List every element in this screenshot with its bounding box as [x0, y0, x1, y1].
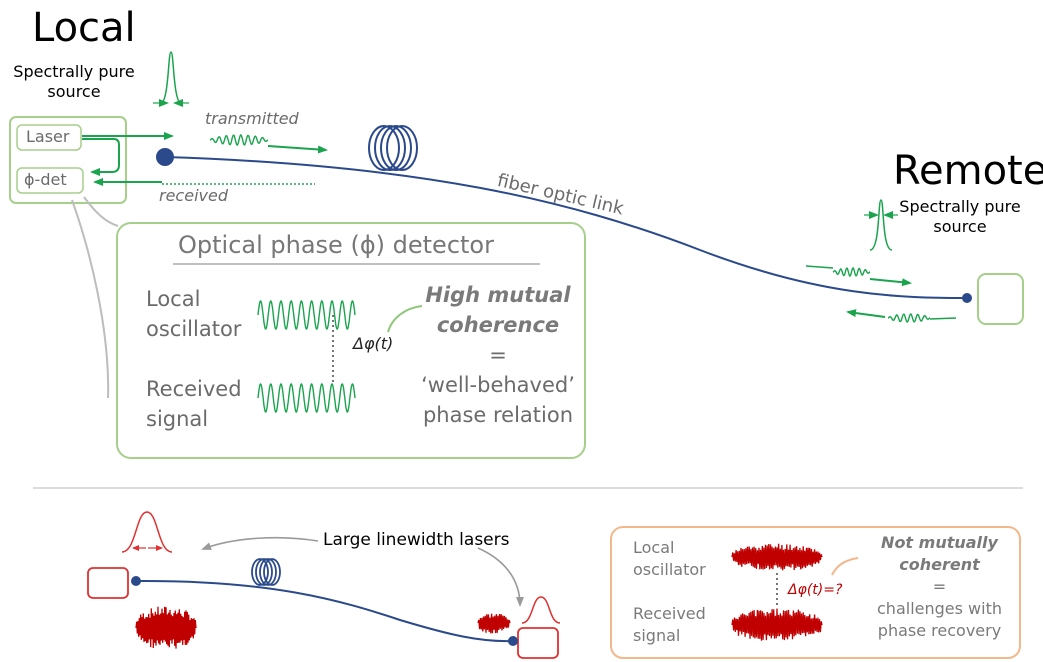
local-noisy-waveform — [135, 606, 197, 649]
remote-title: Remote — [893, 148, 1043, 194]
remote-incoming-arrow — [869, 278, 912, 287]
bottom-broad-peak-local — [121, 511, 173, 553]
remote-incoming-wavepacket — [832, 267, 871, 277]
bottom-fiber-end-remote — [508, 636, 518, 646]
laser-box — [16, 124, 82, 151]
fiber-end-local — [156, 148, 174, 166]
bottom-remote-box — [517, 627, 559, 659]
local-source-line2: source — [47, 82, 101, 101]
pointer-arrow-left — [201, 536, 319, 550]
relation-line2: phase relation — [422, 403, 574, 427]
fiber-link — [164, 156, 968, 299]
lo-label: Local oscillator — [146, 284, 241, 344]
fiber-end-remote — [962, 293, 972, 303]
fiber-spool-icon — [368, 125, 418, 171]
received-label: received — [159, 186, 228, 205]
local-box — [9, 116, 127, 204]
remote-noisy-waveform — [477, 613, 511, 634]
bottom-detector-box — [610, 526, 1021, 659]
remote-outgoing-trace — [929, 317, 957, 320]
remote-spectral-peak-icon — [864, 199, 898, 251]
bottom-local-box — [87, 567, 129, 599]
detector-box — [116, 222, 586, 459]
rx-label-line2: signal — [146, 407, 209, 431]
large-linewidth-label: Large linewidth lasers — [323, 530, 510, 550]
remote-source-label: Spectrally pure source — [895, 197, 1025, 237]
bottom-lo-line1: Local — [633, 538, 675, 557]
remote-source-line2: source — [933, 217, 987, 236]
remote-incoming-trace — [805, 265, 834, 269]
bottom-challenge-line1: challenges with — [877, 599, 1002, 618]
remote-outgoing-wavepacket — [887, 313, 931, 323]
remote-box — [977, 273, 1024, 325]
coherence-line1: High mutual — [425, 283, 571, 307]
pointer-arrow-right — [477, 547, 524, 607]
remote-outgoing-arrow — [846, 309, 886, 318]
transmitted-wavepacket — [209, 134, 269, 146]
lo-label-line1: Local — [146, 287, 201, 311]
bottom-lo-label: Local oscillator — [633, 537, 706, 581]
bottom-fiber-end-local — [131, 576, 141, 586]
bottom-lo-line2: oscillator — [633, 560, 706, 579]
coherence-pointer — [387, 305, 423, 333]
bottom-fiber-spool-icon — [251, 558, 281, 586]
rx-waveform — [257, 383, 356, 413]
coherence-equals: = — [489, 343, 507, 367]
bottom-lo-noisy-waveform — [731, 543, 823, 571]
bottom-rx-line2: signal — [633, 626, 681, 645]
local-title: Local — [32, 5, 136, 51]
callout-line-2 — [71, 199, 110, 399]
rx-label: Received signal — [146, 374, 242, 434]
bottom-rx-noisy-waveform — [731, 608, 823, 641]
phidet-box — [16, 167, 84, 194]
phidet-label: ϕ-det — [24, 170, 67, 189]
bottom-coherence-line1: Not mutually — [881, 533, 998, 552]
coherence-label: High mutual coherence = ‘well-behaved’ p… — [418, 280, 578, 430]
lo-waveform — [257, 300, 356, 330]
phase-delta-label: Δφ(t) — [353, 334, 394, 353]
bottom-challenge-line2: phase recovery — [877, 621, 1002, 640]
rx-label-line1: Received — [146, 377, 242, 401]
local-source-label: Spectrally pure source — [8, 62, 140, 102]
transmitted-arrow — [267, 145, 328, 154]
bottom-coherence-label: Not mutually coherent = challenges with … — [862, 532, 1017, 642]
transmitted-label: transmitted — [205, 109, 299, 128]
bottom-fiber-link — [135, 579, 513, 643]
local-spectral-peak-icon — [153, 51, 189, 107]
laser-label: Laser — [26, 127, 70, 146]
lo-label-line2: oscillator — [146, 317, 242, 341]
bottom-coherence-equals: = — [932, 577, 947, 596]
local-source-line1: Spectrally pure — [13, 62, 135, 81]
remote-source-line1: Spectrally pure — [899, 197, 1021, 216]
bottom-broad-peak-remote — [521, 596, 561, 624]
bottom-rx-label: Received signal — [633, 603, 706, 647]
bottom-phase-delta-label: Δφ(t)=? — [788, 582, 843, 598]
bottom-coherence-line2: coherent — [899, 555, 980, 574]
laser-to-phidet-arrow — [82, 138, 120, 176]
coherence-line2: coherence — [436, 313, 560, 337]
relation-line1: ‘well-behaved’ — [421, 373, 575, 397]
callout-line-1 — [83, 196, 119, 227]
bottom-rx-line1: Received — [633, 604, 706, 623]
bottom-coherence-pointer — [831, 557, 859, 576]
detector-title: Optical phase (ϕ) detector — [178, 231, 494, 259]
